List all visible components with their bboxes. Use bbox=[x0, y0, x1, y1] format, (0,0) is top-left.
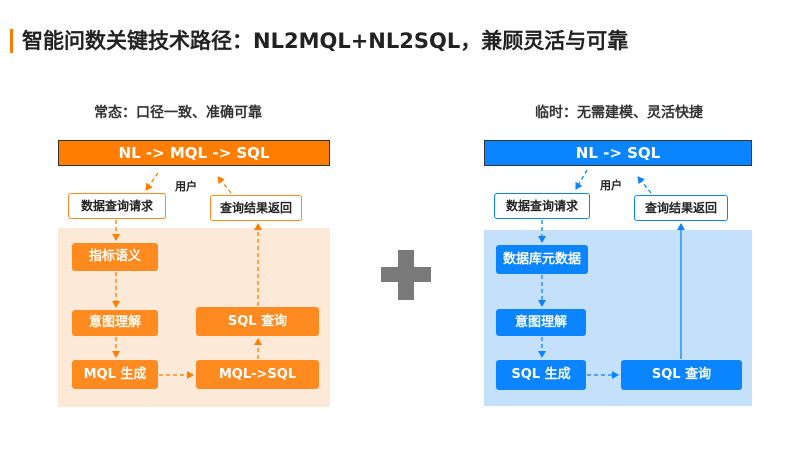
right-user-label: 用户 bbox=[600, 179, 622, 192]
left-user-label: 用户 bbox=[175, 180, 197, 193]
left-pipeline-header: NL -> MQL -> SQL bbox=[58, 140, 330, 166]
left-node-mql-sql: MQL->SQL bbox=[196, 360, 319, 389]
page-title: 智能问数关键技术路径：NL2MQL+NL2SQL，兼顾灵活与可靠 bbox=[22, 29, 629, 53]
plus-icon-vertical bbox=[398, 250, 414, 300]
right-arrow-to-request bbox=[575, 169, 588, 190]
left-node-mql-gen: MQL 生成 bbox=[72, 360, 158, 389]
left-node-intent: 意图理解 bbox=[72, 310, 158, 336]
right-arrow-from-return bbox=[637, 176, 652, 194]
right-node-metadata: 数据库元数据 bbox=[496, 245, 588, 274]
right-query-request-box: 数据查询请求 bbox=[494, 193, 590, 219]
right-node-sql-query: SQL 查询 bbox=[621, 360, 742, 390]
right-result-return-box: 查询结果返回 bbox=[634, 195, 728, 221]
left-panel-title: 常态：口径一致、准确可靠 bbox=[94, 105, 262, 121]
left-arrow-to-request bbox=[145, 172, 159, 191]
left-result-return-box: 查询结果返回 bbox=[210, 195, 302, 221]
left-query-request-box: 数据查询请求 bbox=[68, 193, 166, 219]
right-node-intent: 意图理解 bbox=[496, 309, 586, 336]
left-node-semantic: 指标语义 bbox=[72, 243, 158, 271]
right-node-sql-gen: SQL 生成 bbox=[496, 360, 586, 390]
right-panel-title: 临时：无需建模、灵活快捷 bbox=[535, 105, 703, 121]
left-node-sql-query: SQL 查询 bbox=[196, 307, 319, 336]
left-arrow-from-return bbox=[217, 176, 232, 194]
title-accent-bar bbox=[10, 29, 13, 53]
right-pipeline-header: NL -> SQL bbox=[484, 140, 752, 166]
